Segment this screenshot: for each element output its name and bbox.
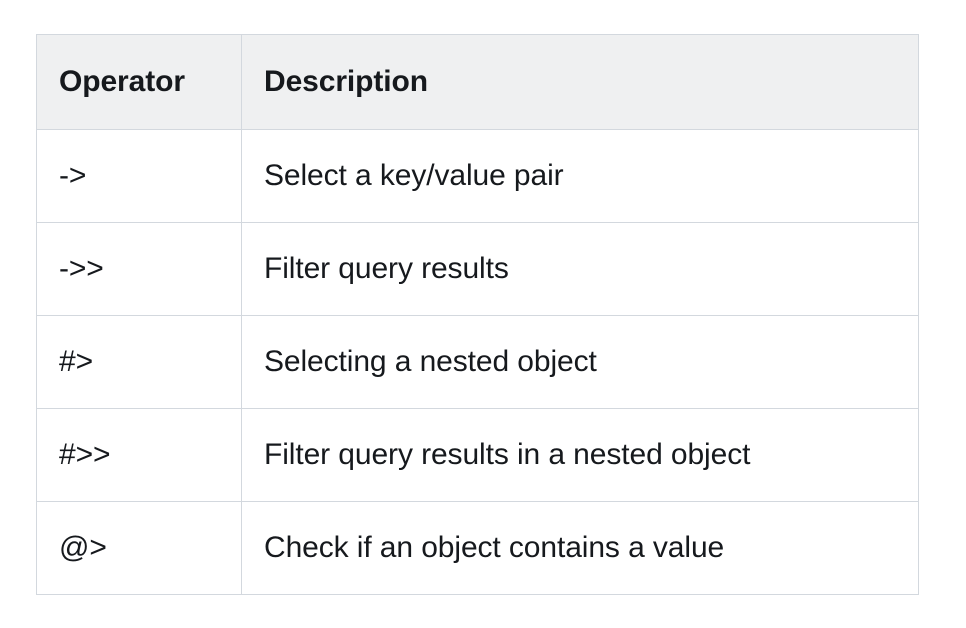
cell-operator: ->>: [36, 222, 242, 316]
cell-description: Filter query results in a nested object: [241, 408, 919, 502]
cell-operator: @>: [36, 501, 242, 595]
table-row: -> Select a key/value pair: [36, 129, 919, 223]
operators-table: Operator Description -> Select a key/val…: [36, 34, 919, 595]
column-header-description: Description: [241, 34, 919, 130]
table-header-row: Operator Description: [36, 34, 919, 130]
table-row: #> Selecting a nested object: [36, 315, 919, 409]
table-body: -> Select a key/value pair ->> Filter qu…: [36, 129, 919, 595]
cell-operator: ->: [36, 129, 242, 223]
table-header: Operator Description: [36, 34, 919, 130]
cell-operator: #>>: [36, 408, 242, 502]
cell-operator: #>: [36, 315, 242, 409]
cell-description: Selecting a nested object: [241, 315, 919, 409]
table-row: @> Check if an object contains a value: [36, 501, 919, 595]
column-header-operator: Operator: [36, 34, 242, 130]
cell-description: Check if an object contains a value: [264, 531, 725, 564]
table-row: #>> Filter query results in a nested obj…: [36, 408, 919, 502]
cell-description: Select a key/value pair: [241, 129, 919, 223]
table-row: ->> Filter query results: [36, 222, 919, 316]
cell-description: Filter query results: [241, 222, 919, 316]
